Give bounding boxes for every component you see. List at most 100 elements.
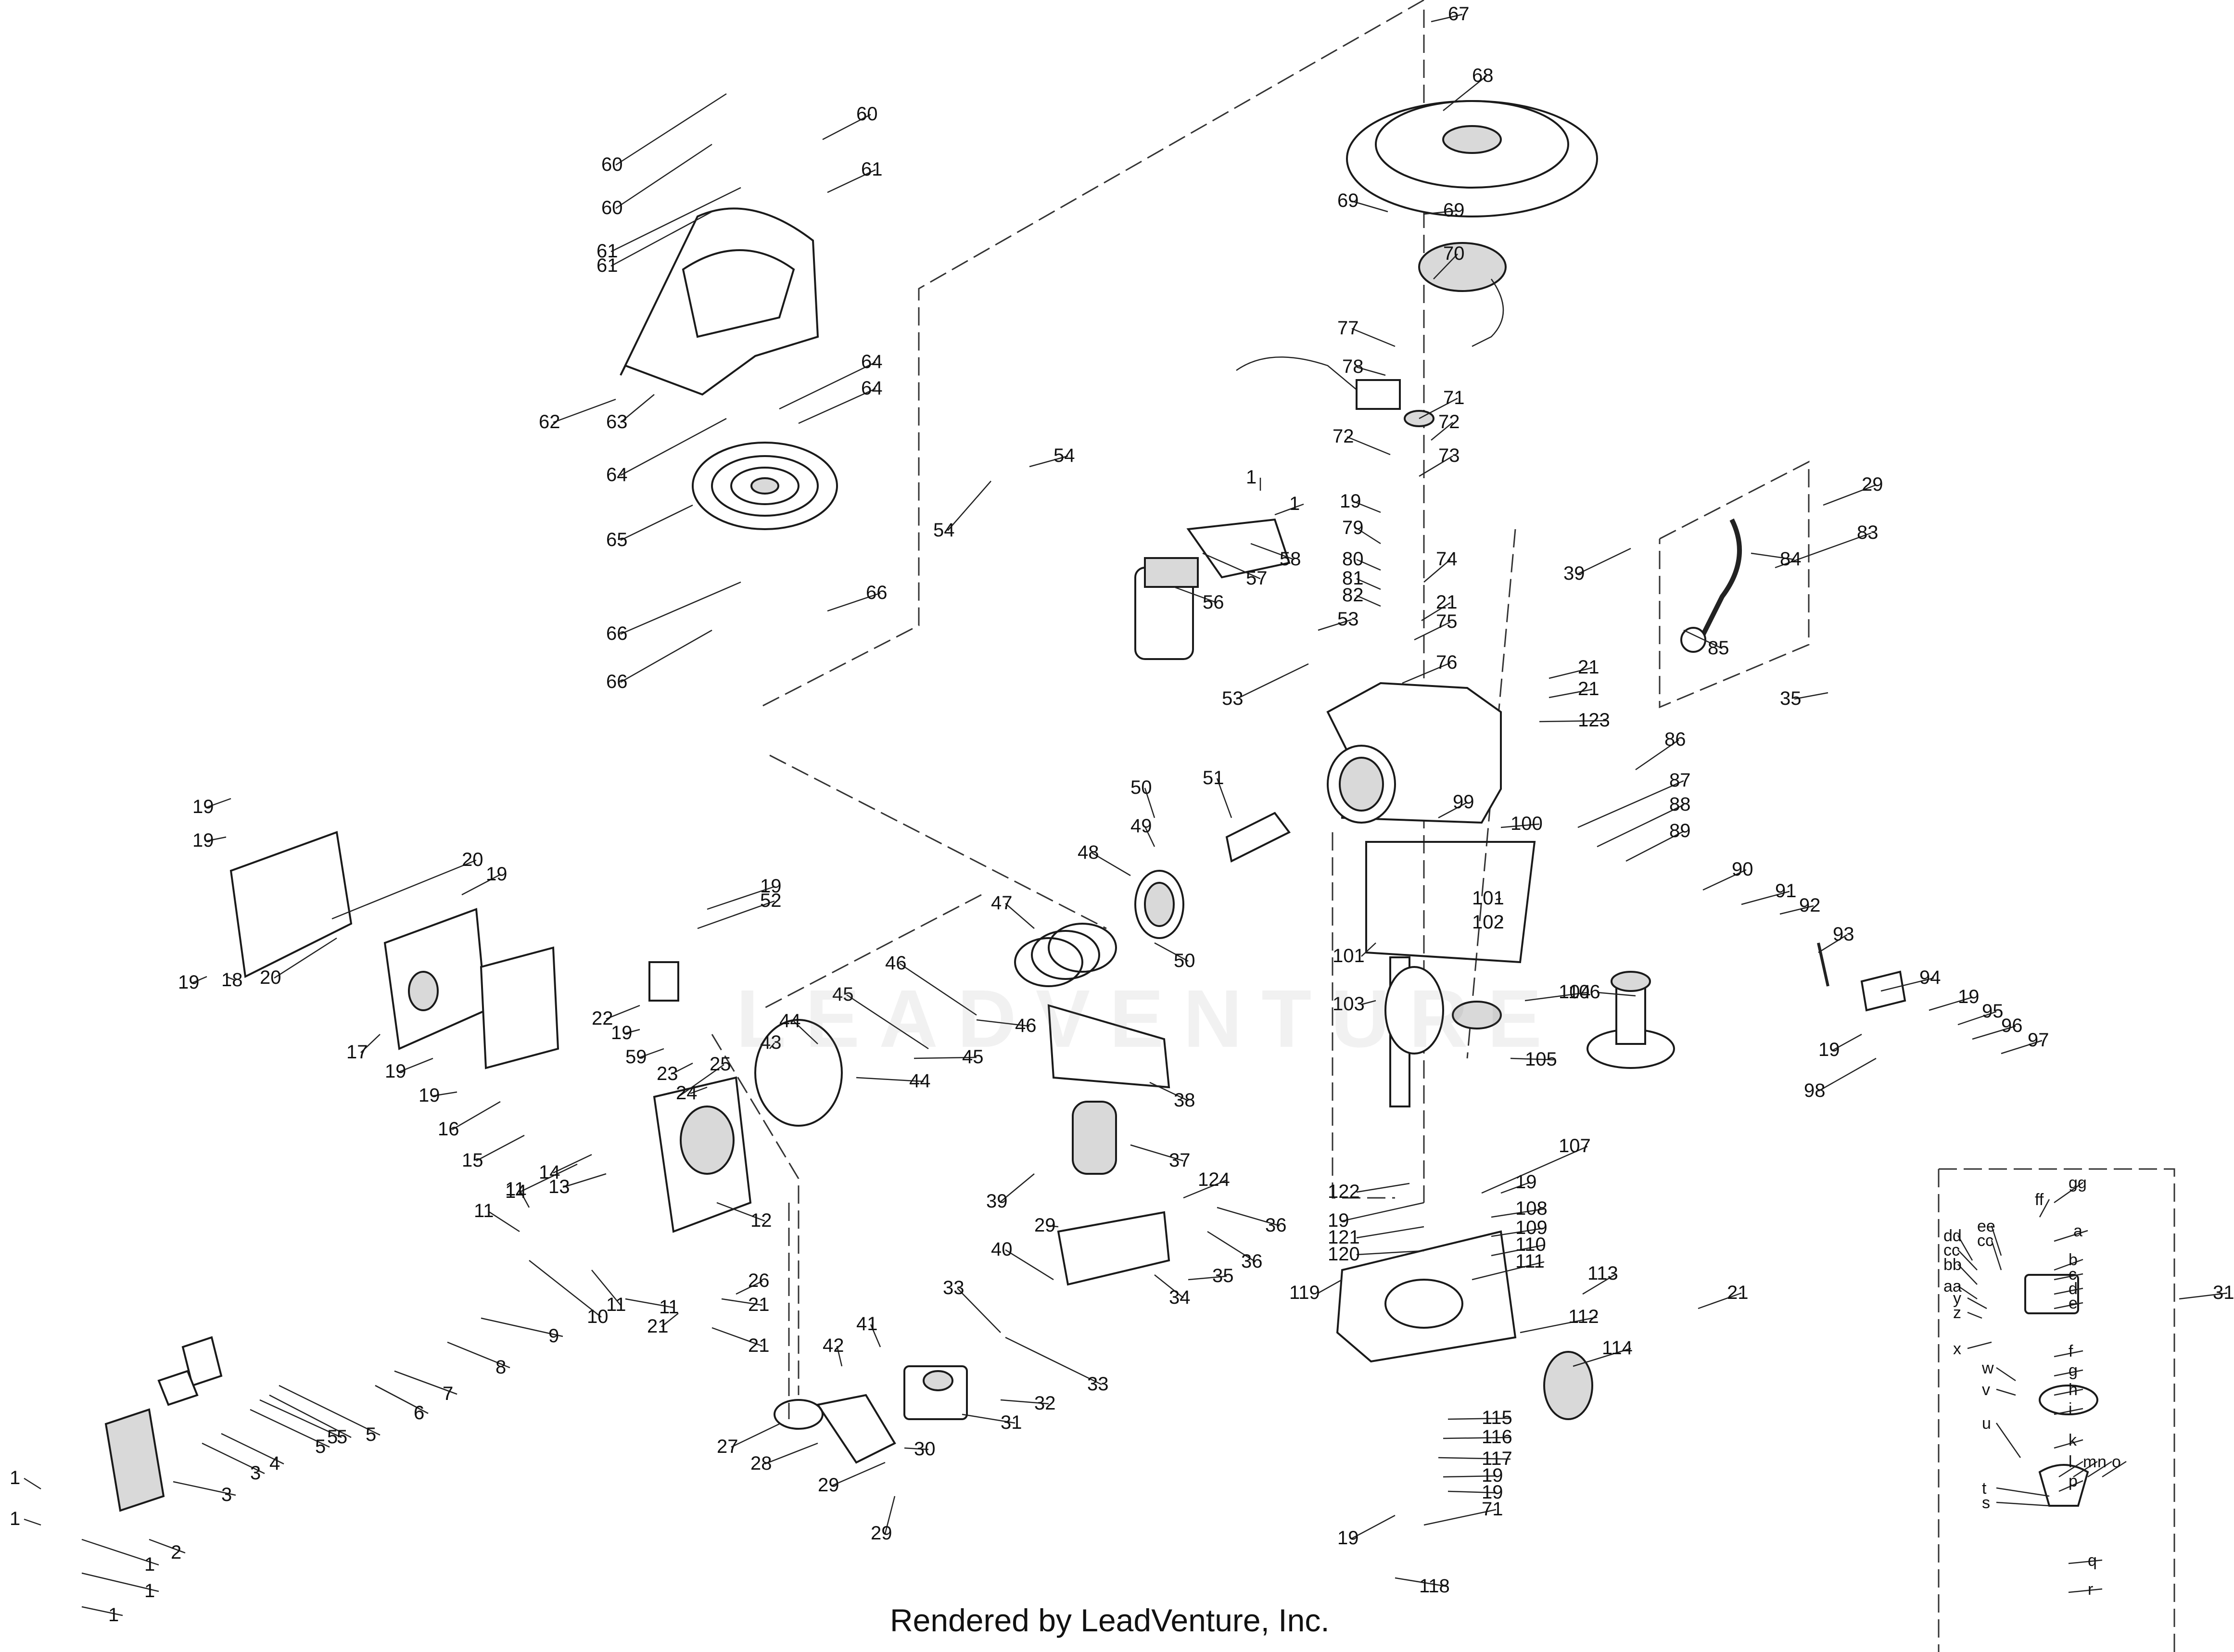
callout-c64b: 64	[861, 351, 883, 372]
leader-line-c77	[1351, 328, 1396, 347]
callout-c48: 48	[1078, 842, 1099, 863]
leader-line-c26	[736, 1280, 763, 1295]
callout-c79: 79	[1342, 517, 1364, 538]
leader-line-c17	[360, 1034, 381, 1053]
callout-c43: 43	[760, 1032, 782, 1053]
muffler-heat-shield	[229, 831, 353, 978]
leader-line-c43	[769, 1042, 775, 1049]
callout-caa: aa	[1943, 1277, 1962, 1296]
leader-line-c64a	[620, 418, 727, 476]
leader-line-c68	[1443, 76, 1487, 111]
callout-c109: 109	[1515, 1217, 1548, 1238]
leader-line-c82	[1356, 595, 1381, 607]
callout-c29d: 29	[871, 1523, 892, 1544]
leader-line-c64c	[798, 388, 876, 424]
leader-line-c19h	[1351, 1514, 1396, 1539]
leader-line-c21d	[1698, 1292, 1742, 1309]
callout-c68: 68	[1472, 65, 1494, 86]
leader-line-c73	[1419, 455, 1453, 477]
callout-c80: 80	[1342, 548, 1364, 570]
callout-c114: 114	[1602, 1337, 1633, 1359]
leader-line-c44b	[856, 1077, 924, 1082]
leader-line-c31b	[2179, 1292, 2228, 1300]
callout-c120: 120	[1328, 1244, 1360, 1265]
leader-line-c21c	[1549, 688, 1593, 699]
leader-line-c76	[1402, 662, 1451, 684]
leader-line-c64b	[779, 361, 876, 410]
callout-c54b: 54	[933, 520, 955, 541]
leader-line-c92	[1779, 905, 1814, 915]
leader-line-c23	[671, 1062, 693, 1075]
callout-c52: 52	[760, 890, 782, 911]
callout-c85: 85	[1708, 637, 1729, 659]
leader-line-c54a	[1029, 455, 1068, 468]
leader-line-c32	[1000, 1399, 1049, 1405]
leader-line-c97	[2001, 1040, 2043, 1055]
leader-line-c29b	[1048, 1225, 1059, 1228]
muffler	[383, 908, 487, 1050]
leader-line-cee	[1991, 1225, 2002, 1256]
callout-c42: 42	[823, 1335, 844, 1356]
leader-line-c19o	[625, 1029, 640, 1034]
leader-line-c20a	[331, 859, 477, 920]
leader-line-c94	[1880, 977, 1934, 992]
leader-line-cp	[2058, 1480, 2083, 1492]
callout-c112: 112	[1568, 1306, 1599, 1327]
leader-line-c11a	[519, 1189, 530, 1208]
exhaust-guard	[104, 1408, 165, 1512]
callout-c45b: 45	[962, 1046, 984, 1067]
callout-c11b: 11	[474, 1200, 494, 1221]
callout-cv: v	[1982, 1381, 1990, 1399]
leader-line-c122	[1356, 1182, 1410, 1193]
leader-line-c121	[1356, 1226, 1424, 1239]
leader-line-c1b	[1274, 503, 1304, 516]
leader-line-c115	[1447, 1417, 1511, 1420]
callout-c19n: 19	[419, 1085, 440, 1106]
leader-line-cq	[2068, 1559, 2103, 1564]
callout-c113: 113	[1587, 1263, 1618, 1284]
callout-c60b: 60	[601, 197, 623, 218]
leader-line-c19d	[1500, 1182, 1530, 1194]
callout-c23: 23	[657, 1063, 678, 1084]
callout-c19p: 19	[760, 876, 782, 897]
leader-line-c71b	[1423, 1509, 1497, 1526]
leader-line-c41	[870, 1324, 881, 1347]
leader-line-c72a	[1346, 436, 1391, 456]
callout-c64a: 64	[606, 464, 628, 485]
leader-line-c57	[1202, 552, 1261, 580]
callout-c21f: 21	[647, 1316, 669, 1337]
leader-line-c1g	[81, 1606, 123, 1616]
callout-c21a: 21	[1436, 592, 1458, 613]
leader-line-ccc1	[1957, 1249, 1978, 1271]
callout-ca: a	[2073, 1222, 2082, 1240]
callout-c1c: 1	[10, 1467, 20, 1488]
callout-c50b: 50	[1174, 950, 1195, 971]
callout-c28: 28	[750, 1453, 772, 1474]
callout-c35b: 35	[1212, 1265, 1234, 1286]
callout-cx: x	[1953, 1340, 1961, 1358]
callout-c33a: 33	[943, 1277, 965, 1298]
leader-line-cf	[2054, 1350, 2083, 1358]
leader-line-c33b	[1005, 1336, 1102, 1385]
callout-c86: 86	[1664, 729, 1686, 750]
blower-housing	[620, 207, 819, 396]
callout-c32: 32	[1034, 1393, 1056, 1414]
callout-cs: s	[1982, 1494, 1990, 1512]
callout-c19m: 19	[385, 1061, 406, 1082]
callout-c20b: 20	[260, 967, 281, 988]
leader-line-cr	[2068, 1588, 2103, 1593]
callout-c53b: 53	[1222, 688, 1244, 709]
callout-c6b: 6	[414, 1402, 424, 1423]
leader-line-c21a	[1421, 602, 1451, 622]
leader-line-c95	[1957, 1011, 1997, 1026]
leader-line-c53a	[1318, 619, 1352, 631]
callout-c1f: 1	[144, 1580, 155, 1601]
leader-line-c45b	[914, 1056, 977, 1059]
camshaft-gear	[1587, 971, 1675, 1069]
callout-c67: 67	[1448, 3, 1470, 25]
callout-c5d: 5	[315, 1436, 326, 1457]
leader-line-c58	[1250, 543, 1295, 560]
callout-c9: 9	[548, 1325, 559, 1347]
callout-c61c: 61	[861, 159, 883, 180]
leader-line-c28	[764, 1442, 818, 1465]
